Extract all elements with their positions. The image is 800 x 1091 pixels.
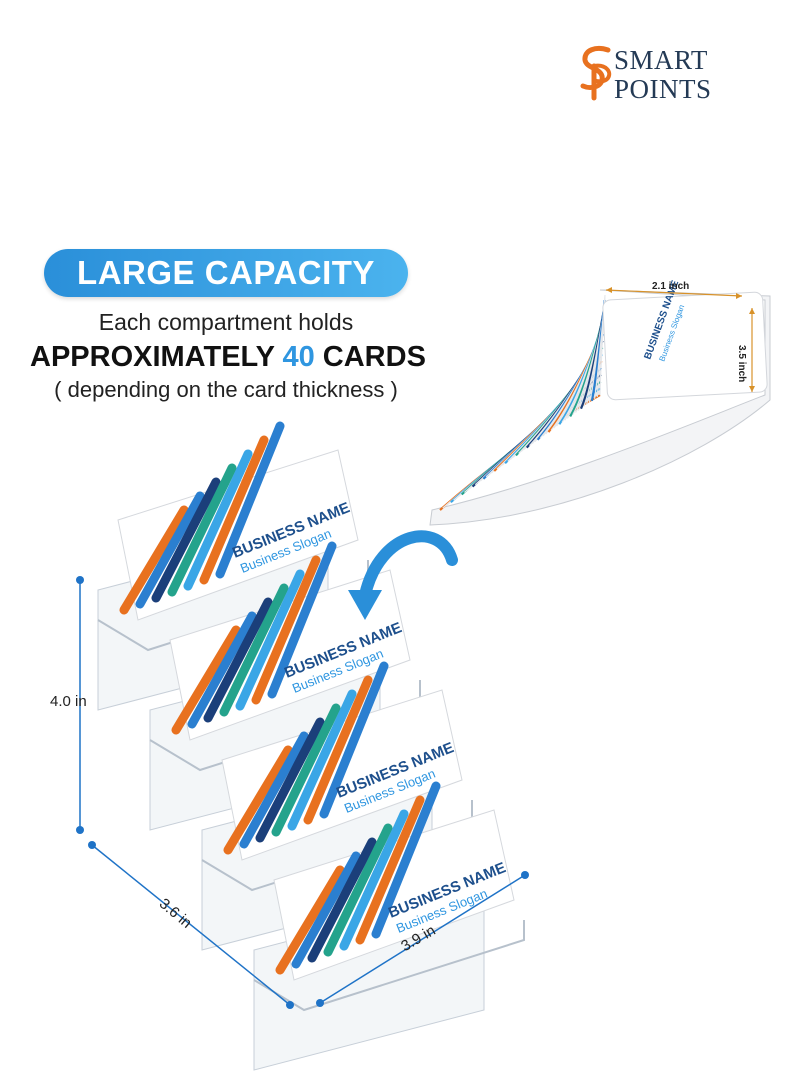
brand-name-line1: SMART <box>614 45 708 75</box>
card-stripe <box>135 491 205 609</box>
card-stripe <box>339 809 409 951</box>
card-stripe <box>151 477 221 603</box>
card-stripe <box>215 421 285 579</box>
card-stripe <box>355 795 425 945</box>
card-stripe <box>271 703 341 837</box>
insert-arrow-icon <box>359 530 458 601</box>
card-stripe <box>119 505 189 615</box>
capacity-suffix: CARDS <box>314 341 426 373</box>
card-stripe <box>203 597 273 723</box>
card-stripe <box>291 851 361 969</box>
brand-logo: SMART POINTS <box>580 44 760 104</box>
card-stripe <box>323 823 393 957</box>
capacity-text-line2: APPROXIMATELY 40 CARDS <box>30 341 426 374</box>
card-stripe <box>307 837 377 963</box>
card-stripe <box>275 865 345 975</box>
holder-tier <box>253 781 525 1071</box>
card-stripe <box>239 731 309 849</box>
brand-mark-icon <box>580 45 612 101</box>
card-stripe <box>183 449 253 591</box>
card-stripe <box>251 555 321 705</box>
card-stripe <box>199 435 269 585</box>
card-stack-image: BUSINESS NAME Business Slogan <box>429 279 771 526</box>
capacity-prefix: APPROXIMATELY <box>30 341 283 373</box>
capacity-note: ( depending on the card thickness ) <box>54 377 398 402</box>
holder-height-label: 4.0 in <box>50 693 87 710</box>
capacity-text-line1: Each compartment holds <box>98 309 354 335</box>
card-stripe <box>371 781 441 939</box>
card-stripe <box>171 625 241 735</box>
card-stripe <box>187 611 257 729</box>
holder-tier <box>149 541 421 831</box>
stack-height-label: 3.5 inch <box>736 345 747 383</box>
holder-tier <box>97 421 369 711</box>
card-stripe <box>319 661 389 819</box>
holder-tier <box>201 661 473 951</box>
card-stripe <box>255 717 325 843</box>
card-stripe <box>223 745 293 855</box>
card-stripe <box>235 569 305 711</box>
card-stripe <box>303 675 373 825</box>
card-holder-image <box>76 421 529 1071</box>
card-stripe <box>219 583 289 717</box>
card-stripe <box>267 541 337 699</box>
capacity-number: 40 <box>282 341 315 373</box>
card-stripe <box>167 463 237 597</box>
card-stripe <box>287 689 357 831</box>
brand-name-line2: POINTS <box>614 74 712 104</box>
capacity-badge: LARGE CAPACITY <box>44 249 408 297</box>
stack-width-label: 2.1 inch <box>652 281 690 292</box>
